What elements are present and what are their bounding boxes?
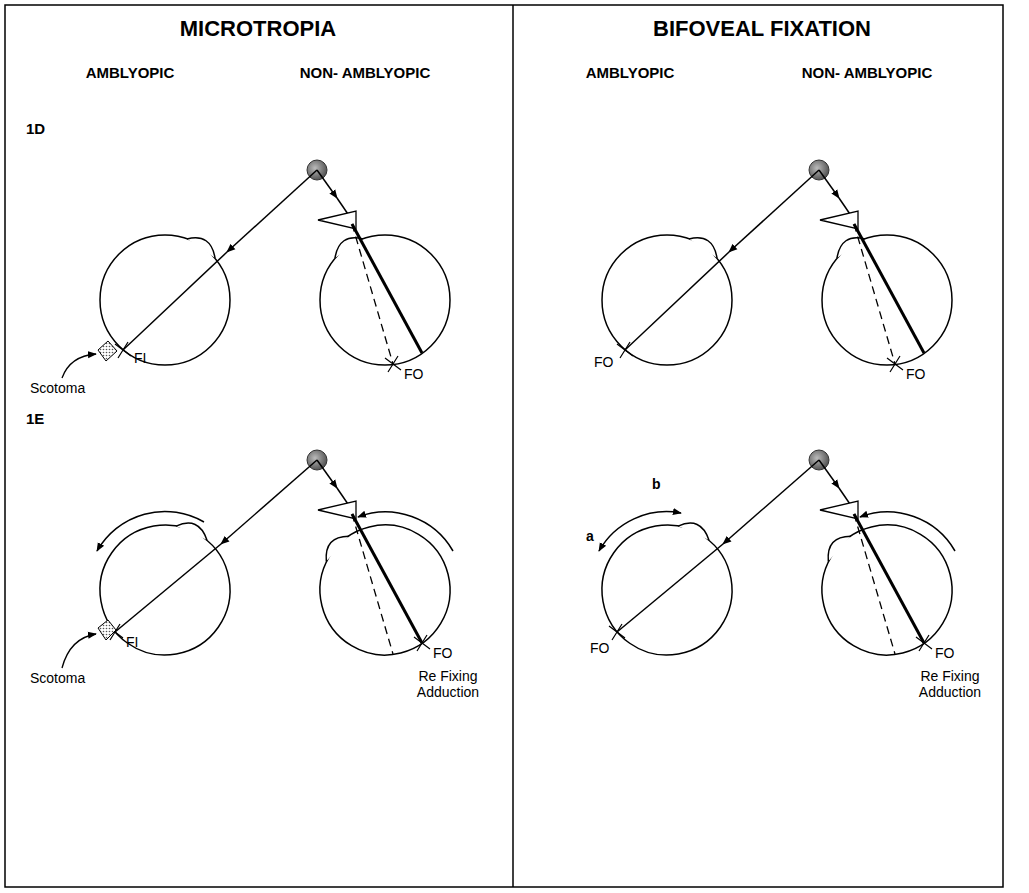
panel-title: MICROTROPIA [180, 16, 336, 41]
column-heading: NON- AMBLYOPIC [802, 64, 933, 81]
figure-number: 1E [26, 410, 44, 427]
fixation-label: FI [134, 350, 146, 366]
fovea-label: FO [590, 640, 609, 656]
fovea-label: FO [404, 366, 423, 382]
scotoma-label: Scotoma [30, 670, 85, 686]
column-heading: AMBLYOPIC [86, 64, 175, 81]
direction-letter: a [586, 528, 594, 544]
fovea-label: FO [906, 366, 925, 382]
movement-note: Re Fixing Adduction [905, 668, 995, 700]
direction-letter: b [652, 476, 661, 492]
column-heading: NON- AMBLYOPIC [300, 64, 431, 81]
movement-note: Re Fixing Adduction [403, 668, 493, 700]
fixation-label: FI [126, 634, 138, 650]
panel-title: BIFOVEAL FIXATION [653, 16, 871, 41]
fovea-label: FO [935, 645, 954, 661]
figure-number: 1D [26, 120, 45, 137]
column-heading: AMBLYOPIC [586, 64, 675, 81]
scotoma-label: Scotoma [30, 380, 85, 396]
fovea-label: FO [433, 645, 452, 661]
fovea-label: FO [594, 354, 613, 370]
